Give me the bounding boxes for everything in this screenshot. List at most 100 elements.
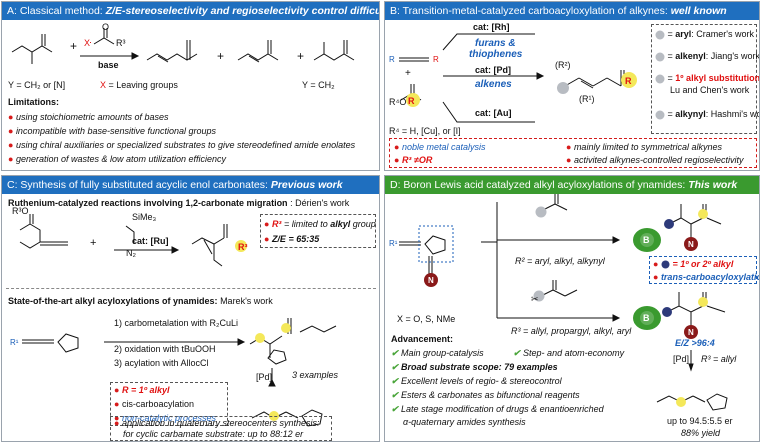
- reagent-r3: R³: [116, 38, 126, 48]
- app-line-1: ● application in quaternary stereocenter…: [114, 418, 320, 428]
- cat-ru: cat: [Ru]: [132, 236, 169, 246]
- ru-note-box: ● R³ = limited to alkyl group ● Z/E = 65…: [260, 214, 376, 248]
- ez-label: E/Z >96:4: [675, 338, 715, 348]
- adv-item: ✔ Late stage modification of drugs & ena…: [391, 404, 604, 414]
- cat-rh: cat: [Rh]: [473, 22, 510, 32]
- svg-text:R: R: [389, 55, 395, 64]
- panel-a-scheme: + + +: [11, 28, 355, 64]
- r-item: ● cis-carboacylation: [114, 399, 194, 409]
- cat-pd: cat: [Pd]: [475, 65, 511, 75]
- svg-text:+: +: [70, 39, 77, 53]
- svg-text:R: R: [408, 96, 415, 106]
- step-1: 1) carbometalation with R₂CuLi: [114, 318, 239, 328]
- svg-text:R¹: R¹: [10, 338, 19, 347]
- r3-def: R³ = allyl, propargyl, alkyl, aryl: [511, 326, 632, 336]
- panel-a: A: Classical method: Z/E-stereoselectivi…: [1, 1, 380, 171]
- catalyst-label-bottom: B: [643, 313, 650, 323]
- svg-text:+: +: [297, 49, 304, 63]
- cat-au: cat: [Au]: [475, 108, 512, 118]
- alkenes-label: alkenes: [475, 79, 512, 90]
- r-item: ● non-catalytic processes: [114, 413, 216, 423]
- b-note: ● R³ ≠OR: [394, 155, 433, 165]
- step-3: 3) acylation with AllocCl: [114, 358, 209, 368]
- base-label: base: [98, 60, 119, 70]
- panel-b-right-box: = aryl: Cramer's work = alkenyl: Jiang's…: [651, 24, 759, 134]
- d-r1-box: ● = 1º or 2º alkyl ● trans-carboacyloxyl…: [649, 256, 760, 284]
- panel-b-scheme: R R R R +: [389, 33, 637, 123]
- pd-label: [Pd]: [256, 372, 273, 382]
- svg-text:N: N: [688, 240, 694, 249]
- ru-product-r3: R³: [238, 242, 248, 252]
- r2-def: R² = aryl, alkyl, alkynyl: [515, 256, 605, 266]
- svg-text:R¹: R¹: [389, 239, 398, 248]
- ru-r3: R³O: [12, 206, 29, 216]
- ru-scheme: +: [19, 214, 247, 267]
- b-note: ● activited alkynes-controlled regiosele…: [566, 155, 744, 165]
- b-list-item: = alkenyl: Jiang's work: [655, 51, 759, 62]
- adv-item: ✔ Esters & carbonates as bifunctional re…: [391, 390, 580, 400]
- y-right-note: Y = CH₂: [302, 80, 335, 90]
- svg-text:N: N: [428, 276, 434, 285]
- adv-item: α-quaternary amides synthesis: [403, 417, 526, 427]
- product-r2: (R²): [555, 60, 571, 70]
- app-note-box: ● application in quaternary stereocenter…: [110, 416, 332, 441]
- adv-title: Advancement:: [391, 334, 454, 344]
- reagent-x: X: [84, 38, 91, 48]
- ze-note: ● Z/E = 65:35: [264, 234, 320, 244]
- marek-scheme: R¹: [10, 318, 337, 427]
- examples-label: 3 examples: [292, 370, 339, 380]
- n2-label: N₂: [126, 248, 136, 258]
- thiophenes-label: thiophenes: [469, 49, 523, 60]
- er-label: up to 94.5:5.5 er: [667, 416, 733, 426]
- r1-note: ● = 1º or 2º alkyl: [653, 259, 734, 269]
- panel-c: C: Synthesis of fully substituted acycli…: [1, 175, 380, 442]
- product-r1: (R¹): [579, 94, 595, 104]
- limitation-item: ● incompatible with base-sensitive funct…: [8, 126, 217, 136]
- svg-text:R: R: [625, 76, 632, 86]
- svg-text:+: +: [217, 49, 224, 63]
- adv-item: ✔ Excellent levels of regio- & stereocon…: [391, 376, 562, 386]
- ynamide-title: State-of-the-art alkyl acyloxylations of…: [8, 296, 273, 306]
- b-list-item: = aryl: Cramer's work: [655, 29, 754, 40]
- ru-title: Ruthenium-catalyzed reactions involving …: [8, 198, 350, 208]
- marek-r-box: ● R = 1º alkyl ● cis-carboacylation ● no…: [110, 382, 228, 426]
- app-line-2: for cyclic carbamate substrate: up to 88…: [123, 429, 304, 439]
- r-item: ● R = 1º alkyl: [114, 385, 170, 395]
- c-divider: [6, 288, 376, 289]
- b-note: ● noble metal catalysis: [394, 142, 486, 152]
- adv-item: ✔ Main group-catalysis: [391, 348, 484, 358]
- svg-text:✂: ✂: [531, 294, 539, 304]
- adv-item: ✔ Step- and atom-economy: [513, 348, 625, 358]
- b-list-item: Lu and Chen's work: [670, 85, 750, 95]
- limitations-title: Limitations:: [8, 97, 59, 107]
- sime3-label: SiMe₃: [132, 212, 157, 222]
- svg-text:+: +: [90, 237, 96, 249]
- b-list-item: = alkynyl: Hashmi's work: [655, 109, 759, 120]
- panel-a-header: A: Classical method: Z/E-stereoselectivi…: [2, 2, 379, 20]
- furans-label: furans &: [475, 38, 516, 49]
- limitation-item: ● generation of wastes & low atom utiliz…: [8, 154, 227, 164]
- r4-note: R⁴ = H, [Cu], or [I]: [389, 126, 461, 136]
- panel-b-header: B: Transition-metal-catalyzed carboacylo…: [385, 2, 759, 20]
- trans-note: ● trans-carboacyloxylation: [653, 272, 760, 282]
- panel-d-scheme: N ✂ N N R¹: [389, 194, 728, 411]
- limitation-item: ● using chiral auxiliaries or specialize…: [8, 140, 356, 150]
- x-def: X = O, S, NMe: [397, 314, 456, 324]
- reagent-o: O: [102, 22, 110, 32]
- y-left-note: Y = CH₂ or [N]: [8, 80, 66, 90]
- yield-label: 88% yield: [681, 428, 721, 438]
- svg-text:+: +: [405, 68, 411, 79]
- r4-ester-label: R⁴O: [389, 97, 407, 107]
- adv-item: ✔ Broad substrate scope: 79 examples: [391, 362, 558, 372]
- step-2: 2) oxidation with tBuOOH: [114, 344, 216, 354]
- b-note: ● mainly limited to symmetrical alkynes: [566, 142, 722, 152]
- r3-note: ● R³ = limited to alkyl group: [264, 219, 376, 229]
- svg-text:N: N: [688, 328, 694, 337]
- b-list-item: = 1º alkyl substitution:: [655, 73, 759, 84]
- limitation-item: ● using stoichiometric amounts of bases: [8, 112, 169, 122]
- panel-c-header: C: Synthesis of fully substituted acycli…: [2, 176, 379, 194]
- panel-b-notes-box: ● noble metal catalysis ● mainly limited…: [389, 138, 757, 168]
- x-note: X = Leaving groups: [100, 80, 178, 90]
- svg-text:R: R: [433, 55, 439, 64]
- catalyst-label-top: B: [643, 235, 650, 245]
